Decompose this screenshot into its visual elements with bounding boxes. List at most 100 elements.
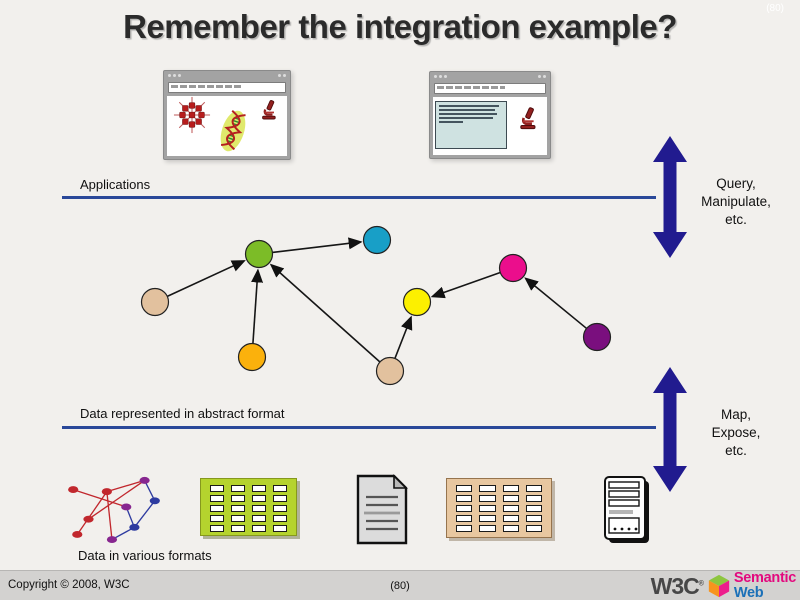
microscope-icon (261, 100, 277, 120)
applications-layer-line (62, 196, 656, 199)
abstract-data-layer-label: Data represented in abstract format (80, 406, 285, 421)
table-cell (502, 525, 519, 532)
browser-window-2 (429, 71, 551, 159)
table-cell (210, 525, 224, 532)
format-graph-edge (72, 488, 127, 508)
table-cell (273, 505, 287, 512)
window-buttons-left (434, 75, 447, 78)
table-cell (231, 525, 245, 532)
table-cell (479, 485, 496, 492)
slide-footer: Copyright © 2008, W3C (80) W3C® Semantic… (0, 570, 800, 600)
graph-edge-arrow (394, 315, 413, 359)
format-graph-node (139, 476, 150, 484)
w3c-wordmark: W3C® (650, 572, 704, 599)
table-cell (502, 485, 519, 492)
note-text-line (439, 113, 498, 115)
graph-edge-arrow (166, 260, 246, 298)
graph-edge-arrow (269, 263, 381, 363)
dna-helix-icon (220, 110, 246, 152)
graph-node-yellow (402, 287, 432, 317)
table-cell (525, 485, 542, 492)
table-cell (252, 525, 266, 532)
logo-semantic-label: Semantic (733, 570, 796, 587)
table-cell (231, 485, 245, 492)
window-buttons-right (538, 75, 546, 78)
browser-window-1 (163, 70, 291, 160)
microscope-icon (519, 107, 537, 130)
window-buttons-left (168, 74, 181, 77)
table-cell (252, 515, 266, 522)
table-cell (456, 525, 473, 532)
table-cell (502, 515, 519, 522)
format-graph-edge (144, 480, 156, 502)
format-graph-node (149, 497, 160, 505)
applications-layer-label: Applications (80, 177, 151, 192)
slide-title: Remember the integration example? (123, 8, 677, 45)
table-cell (525, 515, 542, 522)
table-cell (502, 505, 519, 512)
graph-node-cyan (362, 225, 392, 255)
table-cell (525, 505, 542, 512)
table-cell (525, 525, 542, 532)
format-graph-node (129, 523, 140, 531)
browser-2-content (433, 97, 547, 155)
format-graph-edge (88, 479, 145, 520)
query-manipulate-label: Query, Manipulate, etc. (701, 176, 771, 227)
graph-node-orange (237, 342, 267, 372)
table-cell (502, 495, 519, 502)
semantic-web-cube-icon (708, 574, 730, 598)
table-cell (231, 515, 245, 522)
note-text-line (439, 109, 496, 111)
graph-node-purple (582, 322, 612, 352)
rdf-mini-graph-icon (68, 476, 160, 544)
format-graph-edge (76, 491, 108, 535)
table-cell (273, 485, 287, 492)
format-graph-edge (106, 491, 113, 540)
virus-burst-icon (173, 96, 211, 134)
table-cell (210, 505, 224, 512)
table-cell (479, 525, 496, 532)
url-bar (168, 82, 286, 93)
graph-edge-arrow (430, 271, 501, 299)
graph-node-green (244, 239, 274, 269)
database-icon (604, 476, 649, 543)
note-text-line (439, 121, 464, 123)
graph-node-tan-bottom (375, 356, 405, 386)
window-buttons-right (278, 74, 286, 77)
url-bar (434, 83, 546, 94)
table-cell (252, 485, 266, 492)
graph-node-magenta (498, 253, 528, 283)
table-cell (252, 505, 266, 512)
format-graph-node (83, 515, 94, 523)
graph-edge-arrow (272, 237, 363, 254)
table-cell (456, 505, 473, 512)
url-text-placeholder (171, 85, 243, 88)
format-graph-node (101, 488, 112, 496)
graph-edge-arrow (251, 268, 264, 344)
browser-1-content (167, 96, 287, 156)
spreadsheet-icon-green (200, 478, 297, 536)
table-cell (231, 495, 245, 502)
table-cell (456, 515, 473, 522)
document-icon (356, 474, 408, 545)
corner-page-number: (80) (766, 3, 784, 14)
table-cell (273, 525, 287, 532)
footer-page-number: (80) (390, 580, 410, 592)
format-graph-edge (125, 506, 136, 528)
format-graph-edge (106, 479, 145, 493)
format-graph-edge (133, 500, 156, 528)
abstract-data-layer-line (62, 426, 656, 429)
table-cell (456, 495, 473, 502)
graph-edge-arrow (524, 277, 588, 330)
table-cell (479, 495, 496, 502)
url-text-placeholder (437, 86, 506, 89)
w3c-semantic-web-logo: W3C® Semantic Web (650, 570, 797, 600)
table-cell (479, 515, 496, 522)
table-cell (479, 505, 496, 512)
note-text-line (439, 105, 500, 107)
logo-web-label: Web (733, 585, 764, 600)
table-cell (210, 485, 224, 492)
spreadsheet-icon-tan (446, 478, 552, 538)
table-cell (252, 495, 266, 502)
